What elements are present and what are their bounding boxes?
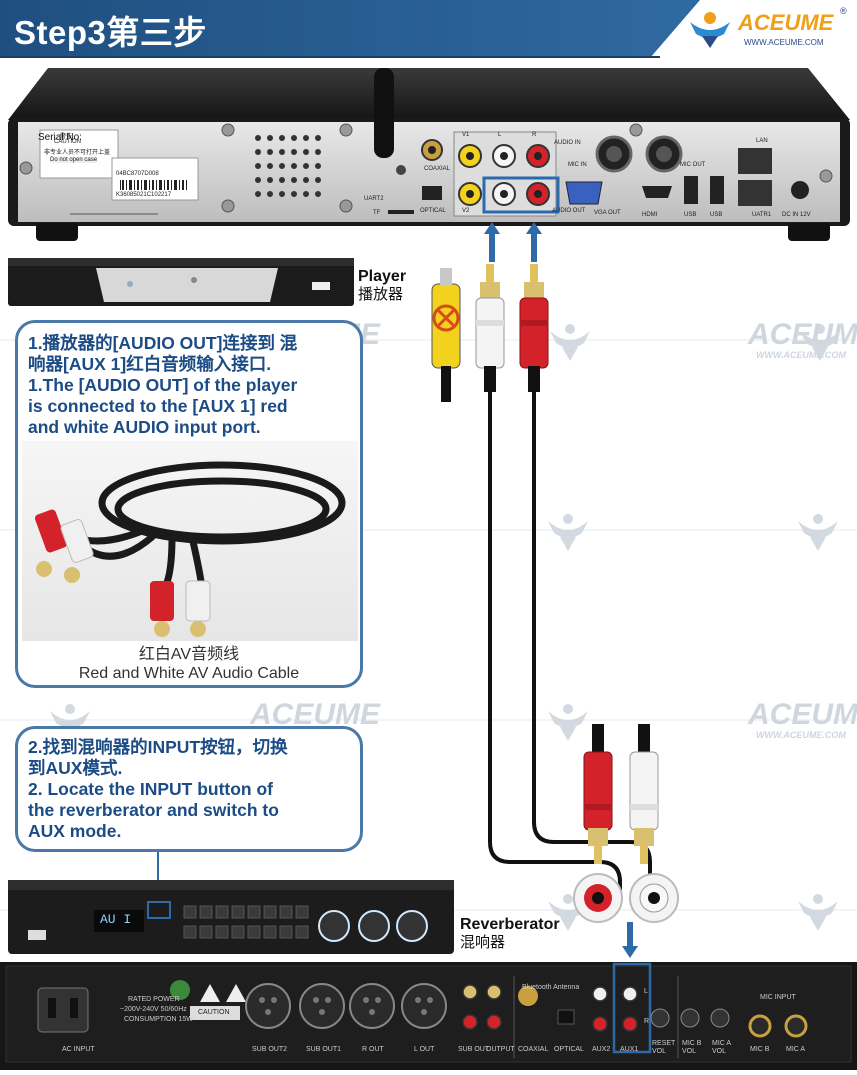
port-label-audio-in: AUDIO IN [554, 140, 581, 146]
port-label-l: L [644, 988, 648, 995]
port-label-output: OUTPUT [486, 1046, 515, 1053]
player-rear-panel [8, 68, 852, 253]
player-label-en: Player [358, 268, 407, 285]
barcode-text-2: K36085021C102217 [116, 192, 172, 198]
watermark-url: WWW.ACEUME.COM [756, 350, 846, 360]
port-label-mic-out: MIC OUT [680, 162, 706, 168]
watermark-text: ACEUME [748, 698, 857, 731]
port-label-mic-a: MIC A [786, 1046, 806, 1053]
port-label-aux1: AUX1 [620, 1046, 639, 1053]
player-rear-illustration [8, 68, 850, 241]
instruction-2-line: the reverberator and switch to [28, 800, 279, 820]
port-label-v2: V2 [462, 208, 470, 214]
port-label-sub-out: SUB OUT [458, 1046, 490, 1053]
bluetooth-label: Bluetooth Antenna [522, 984, 580, 991]
port-label-uart2: UART2 [364, 196, 384, 202]
cable-caption-cn: 红白AV音频线 [138, 646, 240, 663]
port-label-aux2: AUX2 [592, 1046, 611, 1053]
port-label-vga-out: VGA OUT [594, 210, 621, 216]
instruction-2-line: 2. Locate the INPUT button of [28, 779, 273, 799]
brand-name: ACEUME [738, 10, 834, 35]
arrow-down-icon [622, 922, 638, 958]
port-label-sub-out1: SUB OUT1 [306, 1046, 342, 1053]
port-label-dc: DC IN 12V [782, 212, 811, 218]
reverberator-front [8, 876, 458, 962]
reverberator-label-cn: 混响器 [460, 934, 506, 951]
port-label-ac-input: AC INPUT [62, 1046, 95, 1053]
barcode-text-1: 04BC8707D008 [116, 171, 159, 177]
player-front-image [8, 250, 358, 310]
mic-input-label: MIC INPUT [760, 994, 796, 1001]
cable-caption-en: Red and White AV Audio Cable [78, 665, 300, 682]
port-label-lan: LAN [756, 138, 768, 144]
rated-power-label: RATED POWER [128, 996, 180, 1003]
instruction-box-2: 2.找到混响器的INPUT按钮，切换 到AUX模式. 2. Locate the… [15, 726, 363, 852]
rca-plugs-bottom [573, 724, 679, 923]
port-label-coaxial: COAXIAL [424, 166, 451, 172]
warning-cn-2: 非专业人员不可打开上盖 [44, 150, 111, 156]
do-not-open-label: Do not open case [50, 157, 98, 163]
port-label-optical: OPTICAL [420, 208, 446, 214]
instruction-2-line: AUX mode. [28, 821, 122, 841]
serial-label: Serial No: [38, 132, 82, 143]
registered-mark: ® [840, 6, 847, 16]
instruction-1-line: 响器[AUX 1]红白音频输入接口. [28, 354, 272, 374]
port-label-uatr1: UATR1 [752, 212, 772, 218]
header-background [0, 0, 700, 58]
instruction-2-line: 到AUX模式. [28, 758, 123, 778]
player-label-cn: 播放器 [358, 286, 404, 303]
watermark-text: ACEUME [250, 698, 381, 731]
consumption-label: CONSUMPTION 15W [124, 1016, 193, 1023]
instruction-1-line: 1.The [AUDIO OUT] of the player [28, 375, 298, 395]
port-label-l: L [498, 132, 502, 138]
port-label-mic-b: MIC B [750, 1046, 770, 1053]
port-label-hdmi: HDMI [642, 212, 658, 218]
port-label-mic-b-vol: MIC B VOL [682, 1040, 702, 1055]
port-label-audio-out: AUDIO OUT [552, 208, 586, 214]
brand-logo [684, 8, 852, 52]
arrows-up-icon [484, 222, 542, 262]
port-label-l-out: L OUT [414, 1046, 435, 1053]
player-front-illustration [8, 258, 354, 306]
instruction-1-line: is connected to the [AUX 1] red [28, 396, 288, 416]
caution-label: CAUTION [198, 1009, 230, 1016]
av-cable-photo [22, 441, 358, 641]
port-label-sub-out2: SUB OUT2 [252, 1046, 288, 1053]
port-label-r: R [532, 132, 537, 138]
reverb-rear-illustration [0, 962, 857, 1070]
port-label-r-out: R OUT [362, 1046, 384, 1053]
av-cable-illustration [34, 461, 346, 637]
voltage-label: ~200V-240V 50/60Hz [120, 1006, 187, 1013]
port-label-reset-vol: RESET VOL [652, 1040, 676, 1055]
watermark-text: ACEUME [748, 318, 857, 351]
instruction-2-line: 2.找到混响器的INPUT按钮，切换 [28, 737, 288, 757]
warning-cn: 警告 [60, 134, 73, 140]
port-label-tf: TF [373, 210, 381, 216]
watermark-url: WWW.ACEUME.COM [756, 730, 846, 740]
reverberator-label-en: Reverberator [460, 916, 560, 933]
brand-url: WWW.ACEUME.COM [744, 38, 824, 47]
port-label-v1: V1 [462, 132, 470, 138]
reverberator-front-illustration [8, 880, 454, 954]
header-banner [0, 0, 857, 58]
port-label-mic-a-vol: MIC A VOL [712, 1040, 731, 1055]
step-title: Step3第三步 [14, 14, 207, 51]
reverb-display: AU I [100, 912, 132, 927]
port-label-coaxial: COAXIAL [518, 1046, 549, 1053]
instruction-1-line: 1.播放器的[AUDIO OUT]连接到 混 [28, 333, 298, 353]
logo-figure-icon [690, 12, 730, 48]
caution-label: CAUTION [54, 139, 81, 145]
port-label-optical: OPTICAL [554, 1046, 584, 1053]
instruction-box-1: 1.播放器的[AUDIO OUT]连接到 混 响器[AUX 1]红白音频输入接口… [15, 320, 363, 688]
port-label-mic-in: MIC IN [568, 162, 587, 168]
reverberator-rear-panel [0, 962, 857, 1070]
instruction-1-line: and white AUDIO input port. [28, 417, 261, 437]
port-label-usb: USB [684, 212, 697, 218]
port-label-r: R [644, 1018, 650, 1025]
port-label-usb: USB [710, 212, 723, 218]
